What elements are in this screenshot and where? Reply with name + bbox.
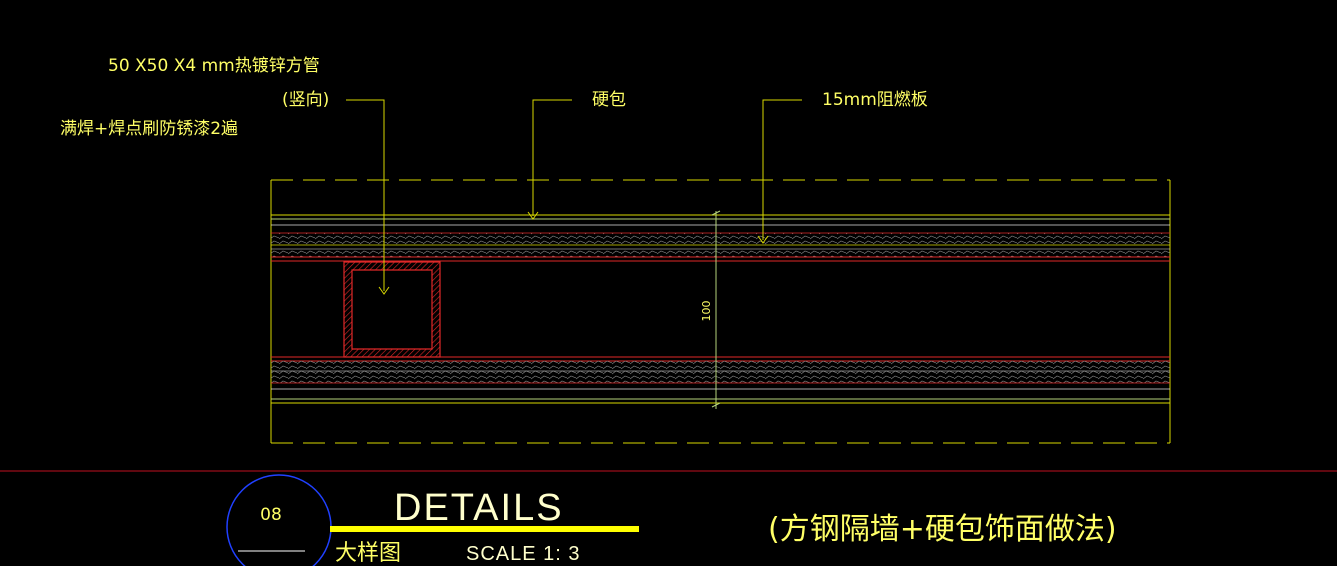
leader-board xyxy=(762,99,802,240)
title-block: 08 DETAILS 大样图 SCALE 1: 3 (方钢隔墙+硬包饰面做法) xyxy=(226,474,1117,566)
tube-orientation-label: (竖向) xyxy=(282,90,329,110)
lower-board-hatch xyxy=(271,361,1170,371)
steel-tube-wall xyxy=(343,261,441,358)
weld-note-label: 满焊+焊点刷防锈漆2遍 xyxy=(60,119,238,139)
hard-cover-label: 硬包 xyxy=(592,90,626,110)
lower-layers xyxy=(271,356,1170,404)
detail-number: 08 xyxy=(260,505,282,525)
title-cn: 大样图 xyxy=(335,541,401,566)
leader-hardcover-arrow xyxy=(527,211,539,220)
dimension-tick-bottom xyxy=(711,402,721,408)
title-underline-bar xyxy=(330,526,639,532)
dimension-100: 100 xyxy=(700,210,721,409)
fireproof-board-label: 15mm阻燃板 xyxy=(822,90,928,110)
tube-spec-label: 50 X50 X4 mm热镀锌方管 xyxy=(108,56,320,76)
title-en: DETAILS xyxy=(394,487,564,529)
upper-layers xyxy=(271,214,1170,262)
leader-tube xyxy=(346,99,385,291)
dimension-label: 100 xyxy=(700,301,713,322)
steel-tube-section xyxy=(343,261,441,358)
leader-tube-arrow xyxy=(378,286,390,295)
leader-board-arrow xyxy=(757,235,769,244)
leader-lines xyxy=(346,99,802,295)
title-description: (方钢隔墙+硬包饰面做法) xyxy=(768,512,1117,547)
dimension-tick-top xyxy=(711,210,721,216)
lower-board-hatch-2 xyxy=(271,371,1170,383)
upper-board-hatch-2 xyxy=(271,249,1170,257)
upper-board-hatch xyxy=(271,233,1170,245)
leader-hardcover xyxy=(532,99,572,216)
title-scale: SCALE 1: 3 xyxy=(466,543,581,565)
